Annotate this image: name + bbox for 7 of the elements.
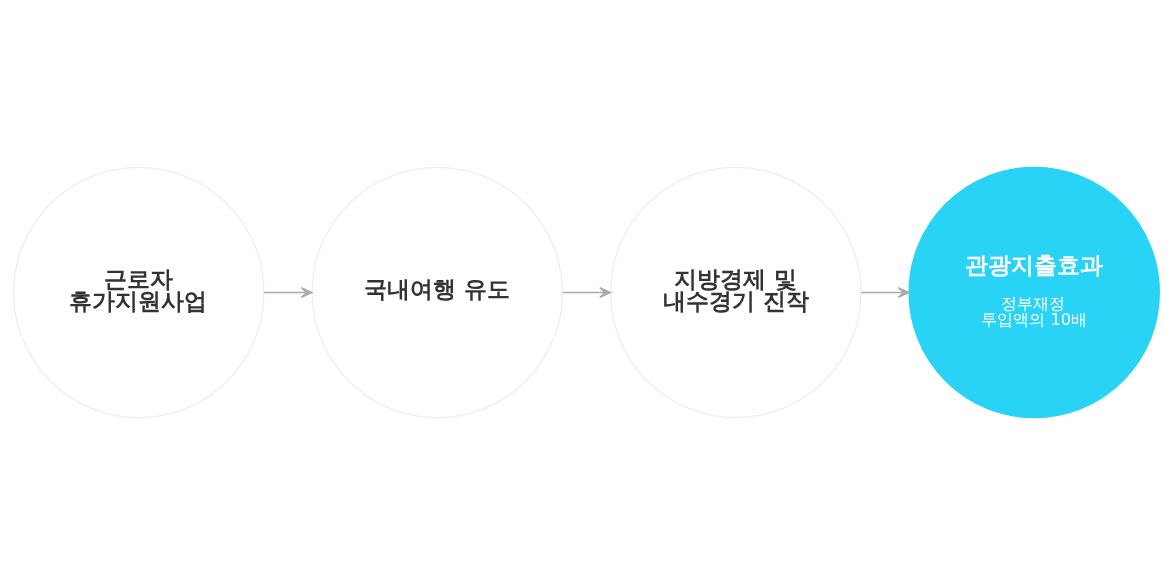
node-circle: 근로자 휴가지원사업 — [12, 166, 265, 419]
node-circle: 국내여행 유도 — [311, 166, 564, 419]
node-circle: 지방경제 및 내수경기 진작 — [609, 166, 862, 419]
arrow — [860, 287, 910, 298]
node-circle: 관광지출효과 정부재정 투입액의 10배 — [908, 166, 1161, 419]
arrow — [562, 287, 612, 298]
arrow — [263, 287, 313, 298]
